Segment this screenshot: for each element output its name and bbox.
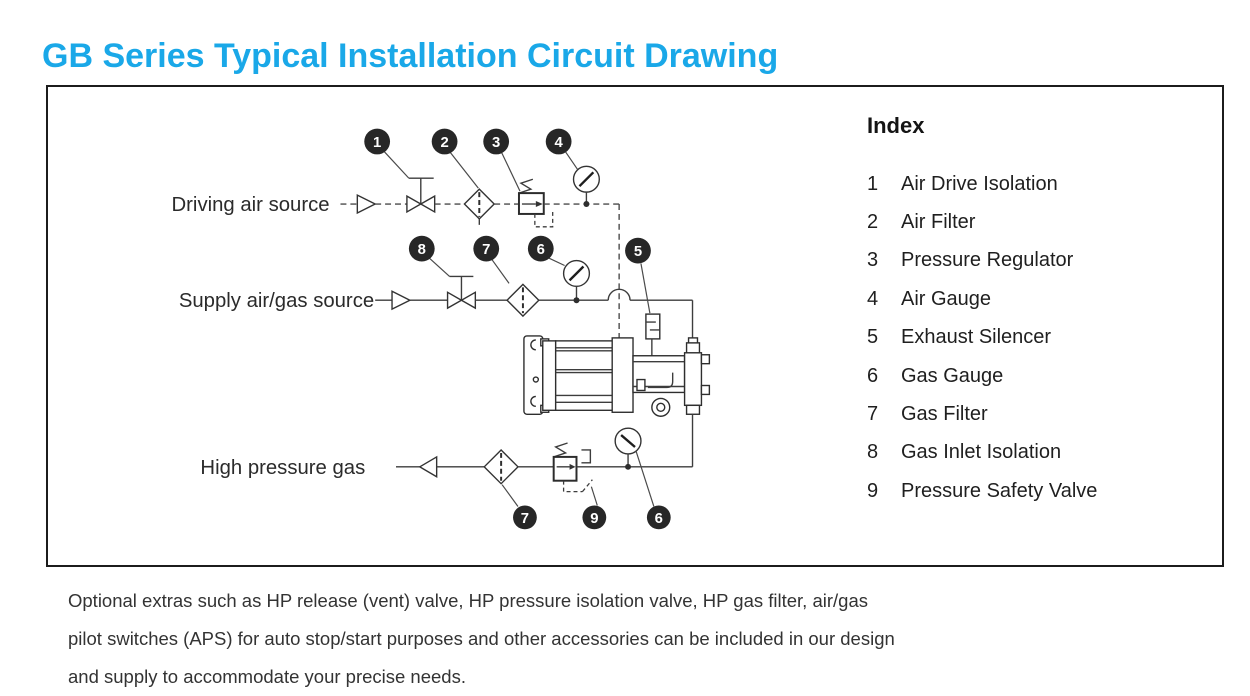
gas-gauge-hp-symbol [614,427,655,507]
pressure-safety-valve-symbol [552,442,598,506]
svg-text:8: 8 [418,242,426,258]
svg-text:6: 6 [655,511,663,527]
index-item-2: 2 Air Filter [867,203,1207,241]
index-item-label: Air Drive Isolation [901,172,1058,195]
svg-text:9: 9 [590,511,598,527]
index-item-4: 4 Air Gauge [867,280,1207,318]
callout-4: 4 [545,128,572,155]
index-item-label: Gas Gauge [901,364,1004,387]
svg-text:2: 2 [440,135,448,151]
air-filter-symbol [449,151,496,225]
gas-filter-supply-symbol [490,258,540,318]
index-item-num: 7 [867,403,879,426]
index-item-8: 8 Gas Inlet Isolation [867,434,1207,472]
svg-text:5: 5 [634,244,642,260]
index-item-num: 4 [867,287,879,310]
index-item-label: Air Filter [901,211,976,234]
callout-7-supply: 7 [473,235,500,262]
index-item-7: 7 Gas Filter [867,395,1207,433]
index-item-num: 1 [867,172,879,195]
high-pressure-gas-line: High pressure gas [200,427,693,507]
svg-text:7: 7 [482,242,490,258]
note-line-2: pilot switches (APS) for auto stop/start… [68,628,895,649]
index-item-6: 6 Gas Gauge [867,357,1207,395]
index-item-label: Pressure Safety Valve [901,479,1098,502]
pressure-regulator-symbol [500,151,554,228]
exhaust-silencer-symbol [640,263,661,356]
index-item-num: 3 [867,249,879,272]
callout-5: 5 [625,237,651,264]
index-item-num: 5 [867,326,879,349]
note-line-3: and supply to accommodate your precise n… [68,666,466,687]
driving-air-source-label: Driving air source [172,194,330,216]
supply-air-gas-line: Supply air/gas source [179,257,694,356]
svg-text:7: 7 [521,511,529,527]
svg-text:1: 1 [373,135,381,151]
index-item-label: Gas Filter [901,403,988,426]
flow-arrow-icon [356,193,377,215]
air-gauge-symbol [564,150,600,207]
page-title: GB Series Typical Installation Circuit D… [42,36,779,75]
pump-pilot-tube [647,372,674,389]
callout-6-hp: 6 [646,505,671,530]
gas-filter-hp-symbol [483,448,519,507]
note-line-1: Optional extras such as HP release (vent… [68,590,868,611]
gas-inlet-isolation-valve [428,257,477,310]
callout-7-hp: 7 [513,505,537,530]
driving-air-line: Driving air source [172,150,620,338]
pump-hp-body [683,352,703,407]
circuit-diagram: Driving air source [172,128,711,530]
pump-air-cylinder [554,340,613,411]
gas-gauge-supply-symbol [547,257,591,304]
svg-text:4: 4 [555,135,564,151]
high-pressure-gas-label: High pressure gas [200,457,365,479]
circuit-diagram-panel: Driving air source [46,85,1224,567]
callout-2: 2 [431,128,458,155]
pump-end-cap [542,340,557,411]
index-item-num: 9 [867,479,879,502]
index-item-5: 5 Exhaust Silencer [867,319,1207,357]
air-drive-isolation-valve [383,151,436,214]
index-panel: Index 1 Air Drive Isolation 2 Air Filter 3… [867,113,1207,511]
flow-arrow-icon [391,290,412,311]
gas-booster-pump [523,335,711,467]
index-item-3: 3 Pressure Regulator [867,242,1207,280]
pump-drive-valve-block [611,337,634,413]
flow-arrow-icon [418,455,438,478]
index-item-num: 8 [867,441,879,464]
index-item-num: 6 [867,364,879,387]
callout-6-supply: 6 [527,235,554,262]
callout-3: 3 [483,128,510,155]
callout-markers: 1 2 3 4 8 7 6 5 7 9 6 [364,128,671,530]
index-item-9: 9 Pressure Safety Valve [867,472,1207,510]
index-heading: Index [867,113,925,138]
index-item-label: Gas Inlet Isolation [901,441,1062,464]
svg-text:3: 3 [492,135,500,151]
svg-text:6: 6 [537,242,545,258]
supply-air-gas-source-label: Supply air/gas source [179,290,374,312]
callout-9: 9 [582,505,607,530]
index-item-label: Air Gauge [901,287,992,310]
index-item-1: 1 Air Drive Isolation [867,165,1207,203]
callout-8: 8 [408,235,435,262]
index-item-label: Pressure Regulator [901,249,1074,272]
optional-extras-note: Optional extras such as HP release (vent… [68,582,895,696]
index-item-num: 2 [867,211,879,234]
callout-1: 1 [364,128,391,155]
index-item-label: Exhaust Silencer [901,326,1052,349]
pipe-crossover-hop [607,288,631,301]
